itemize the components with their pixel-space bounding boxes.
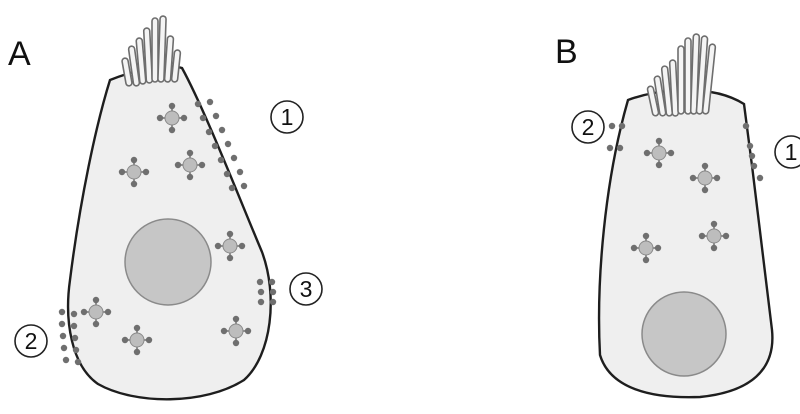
cell-b-nucleus <box>642 292 726 376</box>
panel-a-marker-3: 3 <box>290 273 322 305</box>
cell-a-microvilli <box>122 16 181 86</box>
svg-text:1: 1 <box>281 104 294 130</box>
cell-a-nucleus <box>125 219 211 305</box>
panel-a-marker-2: 2 <box>15 325 47 357</box>
cell-b-microvilli <box>647 34 716 116</box>
svg-text:3: 3 <box>300 276 313 302</box>
svg-text:1: 1 <box>785 139 798 165</box>
panel-a-marker-1: 1 <box>271 101 303 133</box>
panel-b-marker-2: 2 <box>572 111 604 143</box>
svg-text:2: 2 <box>25 328 38 354</box>
panel-b-marker-1: 1 <box>775 136 800 168</box>
panel-a-label: A <box>8 35 31 73</box>
svg-text:2: 2 <box>582 114 595 140</box>
panel-a: A <box>8 16 322 399</box>
panel-b: B <box>555 33 800 397</box>
panel-b-label: B <box>555 33 578 71</box>
